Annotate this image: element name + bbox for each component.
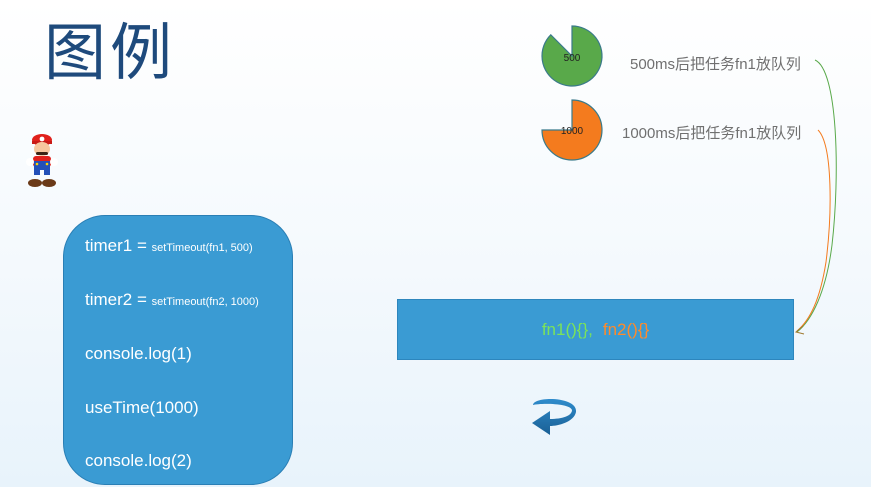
code-block: timer1 = setTimeout(fn1, 500) timer2 = s… [63, 215, 293, 485]
code-line-log2: console.log(2) [85, 451, 192, 470]
task-queue: fn1(){}, fn2(){} [397, 299, 794, 360]
code-line-usetime: useTime(1000) [85, 398, 199, 417]
timer-500-connector [796, 59, 837, 333]
queue-arrowhead [794, 325, 805, 335]
timer-1000-label: 1000ms后把任务fn1放队列 [622, 125, 802, 142]
timer-500-pie-fill [541, 25, 603, 87]
timer-1000-connector [796, 129, 831, 332]
timer-500-pie: 500 [541, 25, 603, 87]
page-title: 图例 [44, 16, 177, 89]
code-line-timer1-call: setTimeout(fn1, 500) [151, 242, 253, 254]
timer-500-label: 500ms后把任务fn1放队列 [630, 56, 801, 73]
mario-character-icon [26, 134, 58, 187]
code-line-timer1-main: timer1 = [85, 236, 152, 255]
queue-item-fn1: fn1(){}, [541, 319, 593, 339]
timer-1000-pie: 1000 [541, 99, 603, 161]
code-line-timer2: timer2 = setTimeout(fn2, 1000) [85, 290, 259, 310]
code-line-timer2-main: timer2 = [85, 290, 152, 309]
code-line-timer2-call: setTimeout(fn2, 1000) [151, 296, 259, 308]
timer-500-value: 500 [564, 53, 581, 64]
code-line-log1: console.log(1) [85, 344, 192, 363]
queue-item-fn2: fn2(){} [602, 319, 650, 339]
code-line-timer1: timer1 = setTimeout(fn1, 500) [85, 236, 253, 256]
loop-arrow-icon [532, 398, 577, 435]
timer-1000-pie-fill [541, 99, 603, 161]
timer-1000-value: 1000 [561, 126, 584, 137]
